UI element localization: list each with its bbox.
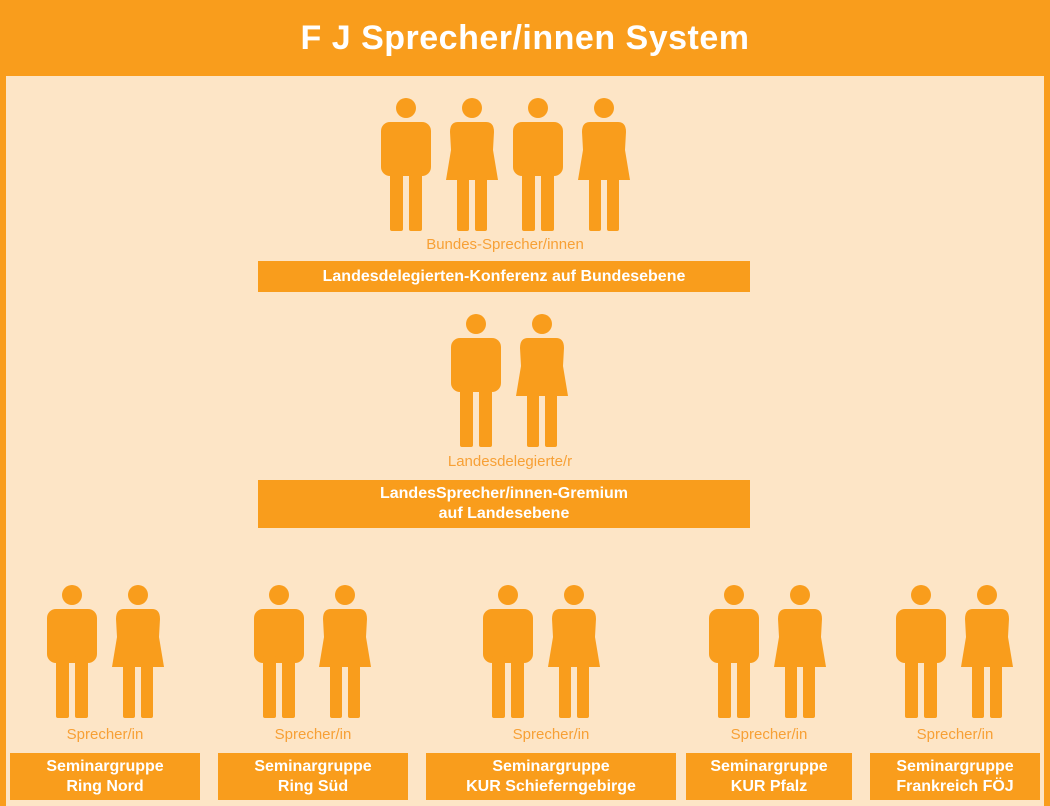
- landesdelegierte-label: Landesdelegierte/r: [447, 453, 573, 470]
- group-box: Seminargruppe Ring Süd: [218, 753, 408, 800]
- male-person-icon: [47, 585, 97, 718]
- female-person-icon: [516, 314, 568, 447]
- group-sprecher-label: Sprecher/in: [66, 726, 144, 743]
- group-box-line1: Seminargruppe: [492, 757, 610, 775]
- group-box-line2: KUR Schieferngebirge: [466, 777, 636, 795]
- male-person-icon: [513, 98, 563, 231]
- group-box-line2: KUR Pfalz: [730, 777, 808, 795]
- bundes-level-box-text: Landesdelegierten-Konferenz auf Bundeseb…: [322, 267, 686, 285]
- female-person-icon: [319, 585, 371, 718]
- group-box-line1: Seminargruppe: [896, 757, 1014, 775]
- female-person-icon: [548, 585, 600, 718]
- group-box: Seminargruppe KUR Schieferngebirge: [426, 753, 676, 800]
- female-person-icon: [774, 585, 826, 718]
- landes-level-box-line1: LandesSprecher/innen-Gremium: [379, 485, 629, 502]
- group-box: Seminargruppe KUR Pfalz: [686, 753, 852, 800]
- female-person-icon: [578, 98, 630, 231]
- group-box-line1: Seminargruppe: [46, 757, 164, 775]
- group-sprecher-label: Sprecher/in: [512, 726, 590, 743]
- landes-level-box: LandesSprecher/innen-Gremium auf Landese…: [258, 480, 750, 528]
- group-sprecher-label: Sprecher/in: [730, 726, 808, 743]
- male-person-icon: [483, 585, 533, 718]
- group-sprecher-label: Sprecher/in: [916, 726, 994, 743]
- male-person-icon: [381, 98, 431, 231]
- group-box: Seminargruppe Ring Nord: [10, 753, 200, 800]
- group-box: Seminargruppe Frankreich FÖJ: [870, 753, 1040, 800]
- page-title: F J Sprecher/innen System: [300, 19, 750, 57]
- male-person-icon: [254, 585, 304, 718]
- male-person-icon: [896, 585, 946, 718]
- group-box-line2: Ring Nord: [66, 777, 144, 795]
- female-person-icon: [961, 585, 1013, 718]
- male-person-icon: [709, 585, 759, 718]
- bundes-sprecher-label: Bundes-Sprecher/innen: [426, 236, 584, 253]
- female-person-icon: [112, 585, 164, 718]
- bundes-level-box: Landesdelegierten-Konferenz auf Bundeseb…: [258, 261, 750, 292]
- landes-level-box-line2: auf Landesebene: [438, 505, 570, 522]
- group-box-line1: Seminargruppe: [254, 757, 372, 775]
- group-sprecher-label: Sprecher/in: [274, 726, 352, 743]
- group-box-line2: Ring Süd: [277, 777, 349, 795]
- male-person-icon: [451, 314, 501, 447]
- female-person-icon: [446, 98, 498, 231]
- group-box-line2: Frankreich FÖJ: [896, 777, 1014, 795]
- group-box-line1: Seminargruppe: [710, 757, 828, 775]
